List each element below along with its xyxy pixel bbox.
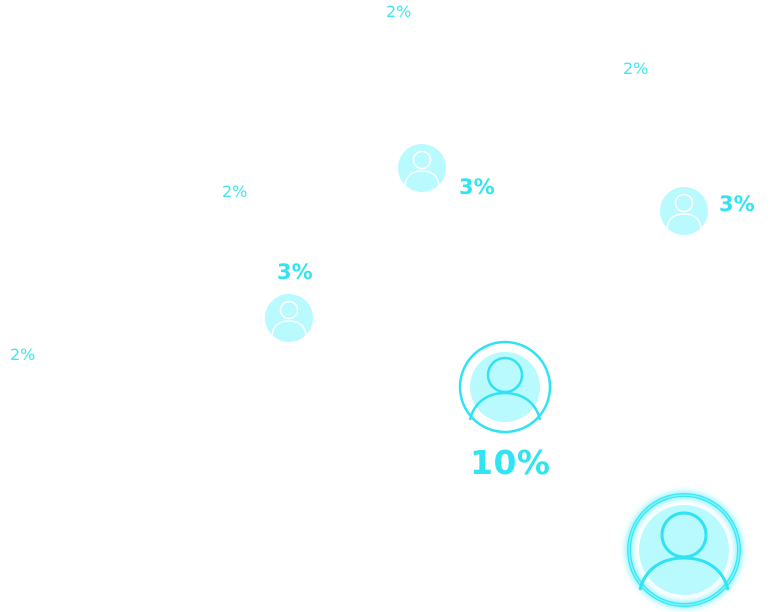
percent-label-center-avatar: 3% [459,175,495,199]
percent-label-left-avatar: 3% [277,260,313,284]
user-icon [265,294,313,342]
user-icon [620,486,748,612]
user-icon [458,340,552,434]
percent-label-top-right: 2% [623,59,649,78]
percent-label-main: 10% [470,443,551,482]
percent-label-left-upper: 2% [222,182,248,201]
user-icon [398,144,446,192]
user-icon [660,187,708,235]
percent-label-right-avatar: 3% [719,192,755,216]
percent-label-top: 2% [386,2,412,21]
percent-label-left-lower: 2% [10,345,36,364]
